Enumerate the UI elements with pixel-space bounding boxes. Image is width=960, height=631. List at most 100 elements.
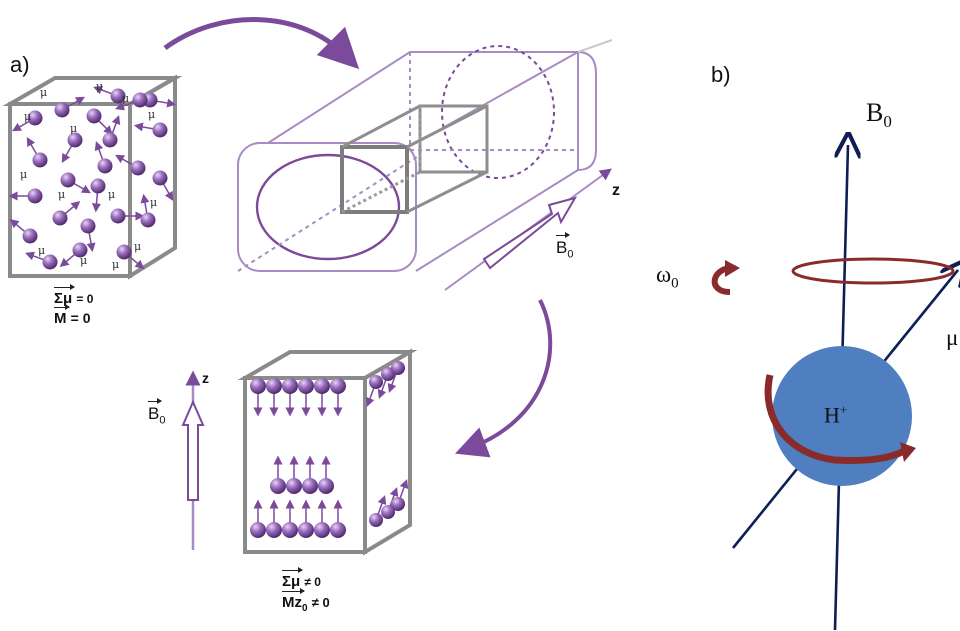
b0-symbol: B: [866, 98, 884, 127]
bottom-magnetization-symbol: Mz: [282, 588, 305, 611]
random-spin-7: [26, 137, 48, 168]
aligned-spin-top-1: [250, 378, 266, 417]
random-spin-17: [80, 218, 96, 253]
random-spin-13: [115, 154, 146, 176]
mu-label-12: μ: [80, 254, 87, 267]
aligned-spins-cube: [237, 348, 418, 556]
nucleus-charge: +: [839, 402, 848, 417]
magnetization-symbol: M: [54, 304, 69, 327]
random-spin-16: [9, 218, 38, 244]
random-spin-21: [116, 244, 145, 270]
bottom-b0-label: B0: [148, 398, 166, 427]
mu-label-13: μ: [112, 258, 119, 271]
scanner-tube: [237, 39, 613, 272]
aligned-spin-side-1: [365, 375, 383, 407]
aligned-spin-top-5: [314, 378, 330, 417]
mu-label-11: μ: [38, 244, 45, 257]
mu-label-8: μ: [58, 188, 65, 201]
aligned-spin-bottom-6: [330, 499, 346, 538]
mu-label-2: μ: [96, 80, 103, 93]
precession-diagram: [711, 145, 958, 631]
random-spin-3: [86, 108, 113, 135]
mu-label-4: μ: [24, 110, 31, 123]
random-spin-20: [59, 242, 88, 268]
random-spin-4: [93, 85, 126, 104]
random-spin-2: [54, 96, 85, 118]
mu-label-6: μ: [148, 108, 155, 121]
random-spin-8: [102, 115, 121, 148]
bottom-sum-mu-caption: Σμ ≠ 0: [282, 567, 321, 590]
bottom-z-label: z: [202, 370, 209, 386]
bottom-magnetization-subscript: 0: [302, 603, 308, 614]
mu-label-9: μ: [108, 188, 115, 201]
mu-label-10: μ: [150, 196, 157, 209]
sum-mu-value: = 0: [76, 292, 94, 306]
scanner-z-label: z: [612, 182, 620, 199]
bottom-sum-mu-value: ≠ 0: [304, 575, 321, 589]
aligned-spin-top-4: [298, 378, 314, 417]
random-spin-18: [110, 208, 145, 224]
bottom-field-arrow: [181, 370, 205, 550]
mu-label-7: μ: [20, 168, 27, 181]
aligned-spin-top-6: [330, 378, 346, 417]
omega-subscript: 0: [671, 275, 679, 292]
random-spin-6: [61, 132, 83, 163]
random-spin-1: [12, 110, 43, 132]
panel-b-label: b): [711, 62, 731, 87]
aligned-spin-bottom-5: [314, 499, 330, 538]
aligned-spin-particles: [250, 361, 409, 538]
aligned-spin-top-3: [282, 378, 298, 417]
mu-label-1: μ: [40, 86, 47, 99]
aligned-spin-side-3: [387, 361, 405, 393]
random-spin-14: [152, 170, 174, 201]
random-spin-19: [140, 193, 156, 228]
scanner-b-symbol: B: [556, 232, 571, 257]
random-spin-9: [133, 122, 168, 138]
precession-orbit: [791, 257, 955, 285]
random-spins-cube: [2, 74, 183, 280]
aligned-spin-middle-4: [318, 455, 334, 494]
omega0-label: ω0: [656, 262, 679, 293]
mu-label: μ: [946, 325, 959, 350]
mu-label-3: μ: [122, 92, 129, 105]
aligned-spin-side-6: [391, 479, 409, 511]
b0-subscript: 0: [883, 112, 892, 132]
nucleus-symbol: H: [824, 402, 840, 428]
scanner-b-subscript: 0: [567, 248, 574, 261]
random-spin-23: [115, 92, 148, 111]
mu-label-5: μ: [70, 122, 77, 135]
random-spin-12: [90, 178, 106, 213]
bottom-magnetization-caption: Mz0 ≠ 0: [282, 588, 330, 614]
scanner-field-arrow: [444, 168, 612, 291]
omega-symbol: ω: [656, 262, 672, 287]
b0-label: B0: [866, 98, 892, 132]
aligned-spin-bottom-3: [282, 499, 298, 538]
aligned-spin-top-2: [266, 378, 282, 417]
sum-mu-symbol: Σμ: [54, 284, 76, 307]
flow-arrow-top: [163, 17, 360, 70]
random-spin-22: [25, 251, 58, 270]
aligned-spin-bottom-2: [266, 499, 282, 538]
bottom-sum-mu-symbol: Σμ: [282, 567, 304, 590]
nucleus-label: H+: [824, 402, 847, 428]
scanner-b0-label: B0: [556, 232, 574, 261]
proton-spin-rotation-arrow: [764, 374, 908, 464]
aligned-spin-bottom-1: [250, 499, 266, 538]
mu-label-14: μ: [134, 240, 141, 253]
bottom-magnetization-value: ≠ 0: [311, 595, 330, 610]
aligned-spin-bottom-4: [298, 499, 314, 538]
bottom-b-symbol: B: [148, 398, 163, 423]
magnetization-caption: M = 0: [54, 304, 91, 327]
aligned-spin-middle-1: [270, 455, 286, 494]
flow-arrow-right: [455, 299, 553, 458]
aligned-spin-middle-3: [302, 455, 318, 494]
magnetization-value: = 0: [70, 310, 91, 326]
bottom-b-subscript: 0: [159, 414, 166, 427]
random-spin-15: [52, 200, 81, 226]
sum-mu-caption: Σμ = 0: [54, 284, 94, 307]
random-spin-11: [8, 188, 43, 204]
panel-a-label: a): [10, 52, 30, 77]
aligned-spin-middle-2: [286, 455, 302, 494]
